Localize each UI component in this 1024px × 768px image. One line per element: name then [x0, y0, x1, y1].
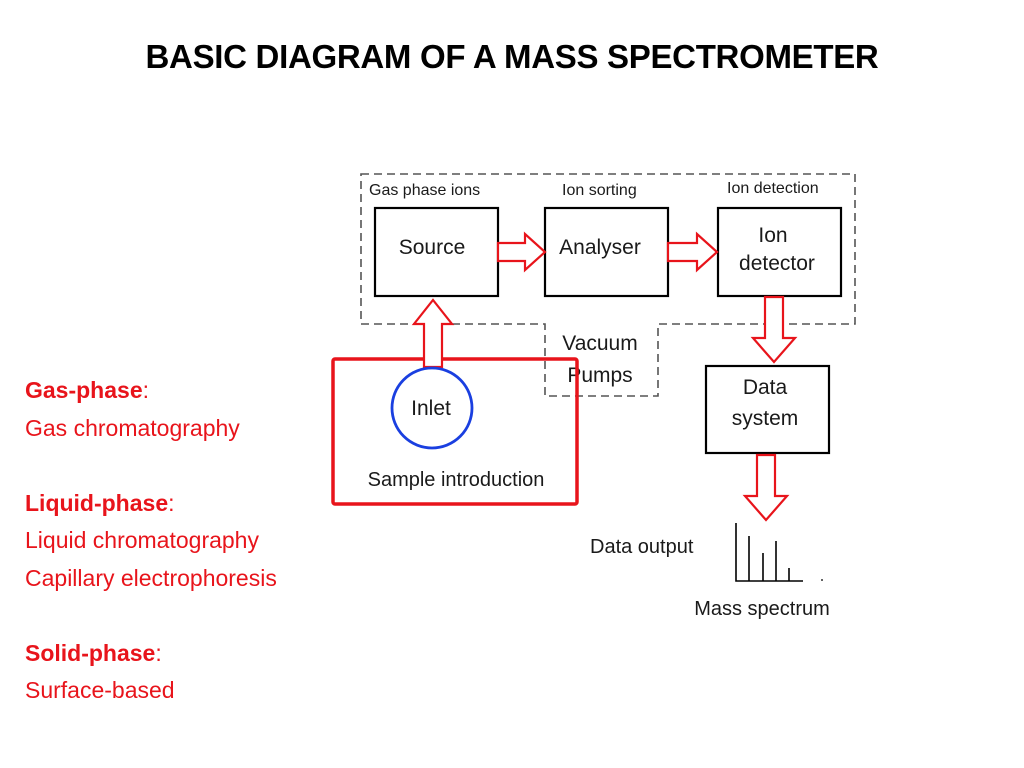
data-system-label-line1: Data	[743, 376, 788, 399]
phase-method: Gas chromatography	[25, 414, 240, 441]
inlet-circle	[390, 366, 474, 450]
arrow-analyser-to-detector	[666, 231, 719, 273]
mass-spectrum-label: Mass spectrum	[694, 598, 830, 620]
phase-label: Liquid-phase	[25, 489, 169, 516]
ion-detector-box	[716, 206, 843, 298]
arrow-source-to-analyser	[496, 231, 547, 273]
stage-label-ion-sorting: Ion sorting	[562, 182, 637, 199]
arrow-inlet-to-source	[411, 298, 455, 369]
vacuum-pumps-label-line1: Vacuum	[562, 332, 637, 355]
data-output-label: Data output	[590, 536, 694, 558]
phase-method: Liquid chromatography	[25, 527, 259, 553]
analyser-label: Analyser	[559, 236, 641, 259]
phase-label: Gas-phase	[25, 377, 143, 403]
phase-label: Solid-phase	[25, 639, 156, 666]
ion-detector-label-line2: detector	[739, 252, 815, 275]
stage-label-ion-detection: Ion detection	[727, 180, 819, 197]
phase-method: Capillary electrophoresis	[25, 564, 277, 591]
phase-colon: :	[142, 377, 149, 403]
slide-title: BASIC DIAGRAM OF A MASS SPECTROMETER	[145, 38, 879, 75]
vacuum-pumps-label-line2: Pumps	[567, 364, 632, 387]
phase-solid: Solid-phase: Surface-based	[25, 635, 355, 710]
phase-colon: :	[168, 489, 175, 516]
data-system-box	[704, 364, 831, 455]
vacuum-region-outline	[360, 173, 856, 397]
sample-introduction-box	[331, 357, 579, 506]
stage-label-gas-phase-ions: Gas phase ions	[369, 182, 480, 199]
source-label: Source	[399, 236, 466, 259]
phase-liquid: Liquid-phase: Liquid chromatography Capi…	[25, 485, 355, 598]
phase-method: Surface-based	[25, 677, 175, 703]
phase-colon: :	[155, 639, 162, 666]
sample-introduction-label: Sample introduction	[368, 469, 545, 491]
spectrum-axes	[735, 523, 803, 582]
inlet-label: Inlet	[411, 397, 451, 420]
data-system-label-line2: system	[732, 407, 799, 430]
arrow-detector-to-data-system	[750, 295, 798, 364]
arrow-data-system-to-output	[742, 453, 790, 522]
mass-spectrum-icon	[735, 523, 803, 582]
ion-detector-label-line1: Ion	[758, 224, 787, 247]
spectrum-dot	[821, 579, 823, 581]
analyser-box	[543, 206, 670, 298]
phase-gas: Gas-phase: Gas chromatography	[25, 372, 355, 447]
phase-list: Gas-phase: Gas chromatography Liquid-pha…	[25, 372, 355, 710]
